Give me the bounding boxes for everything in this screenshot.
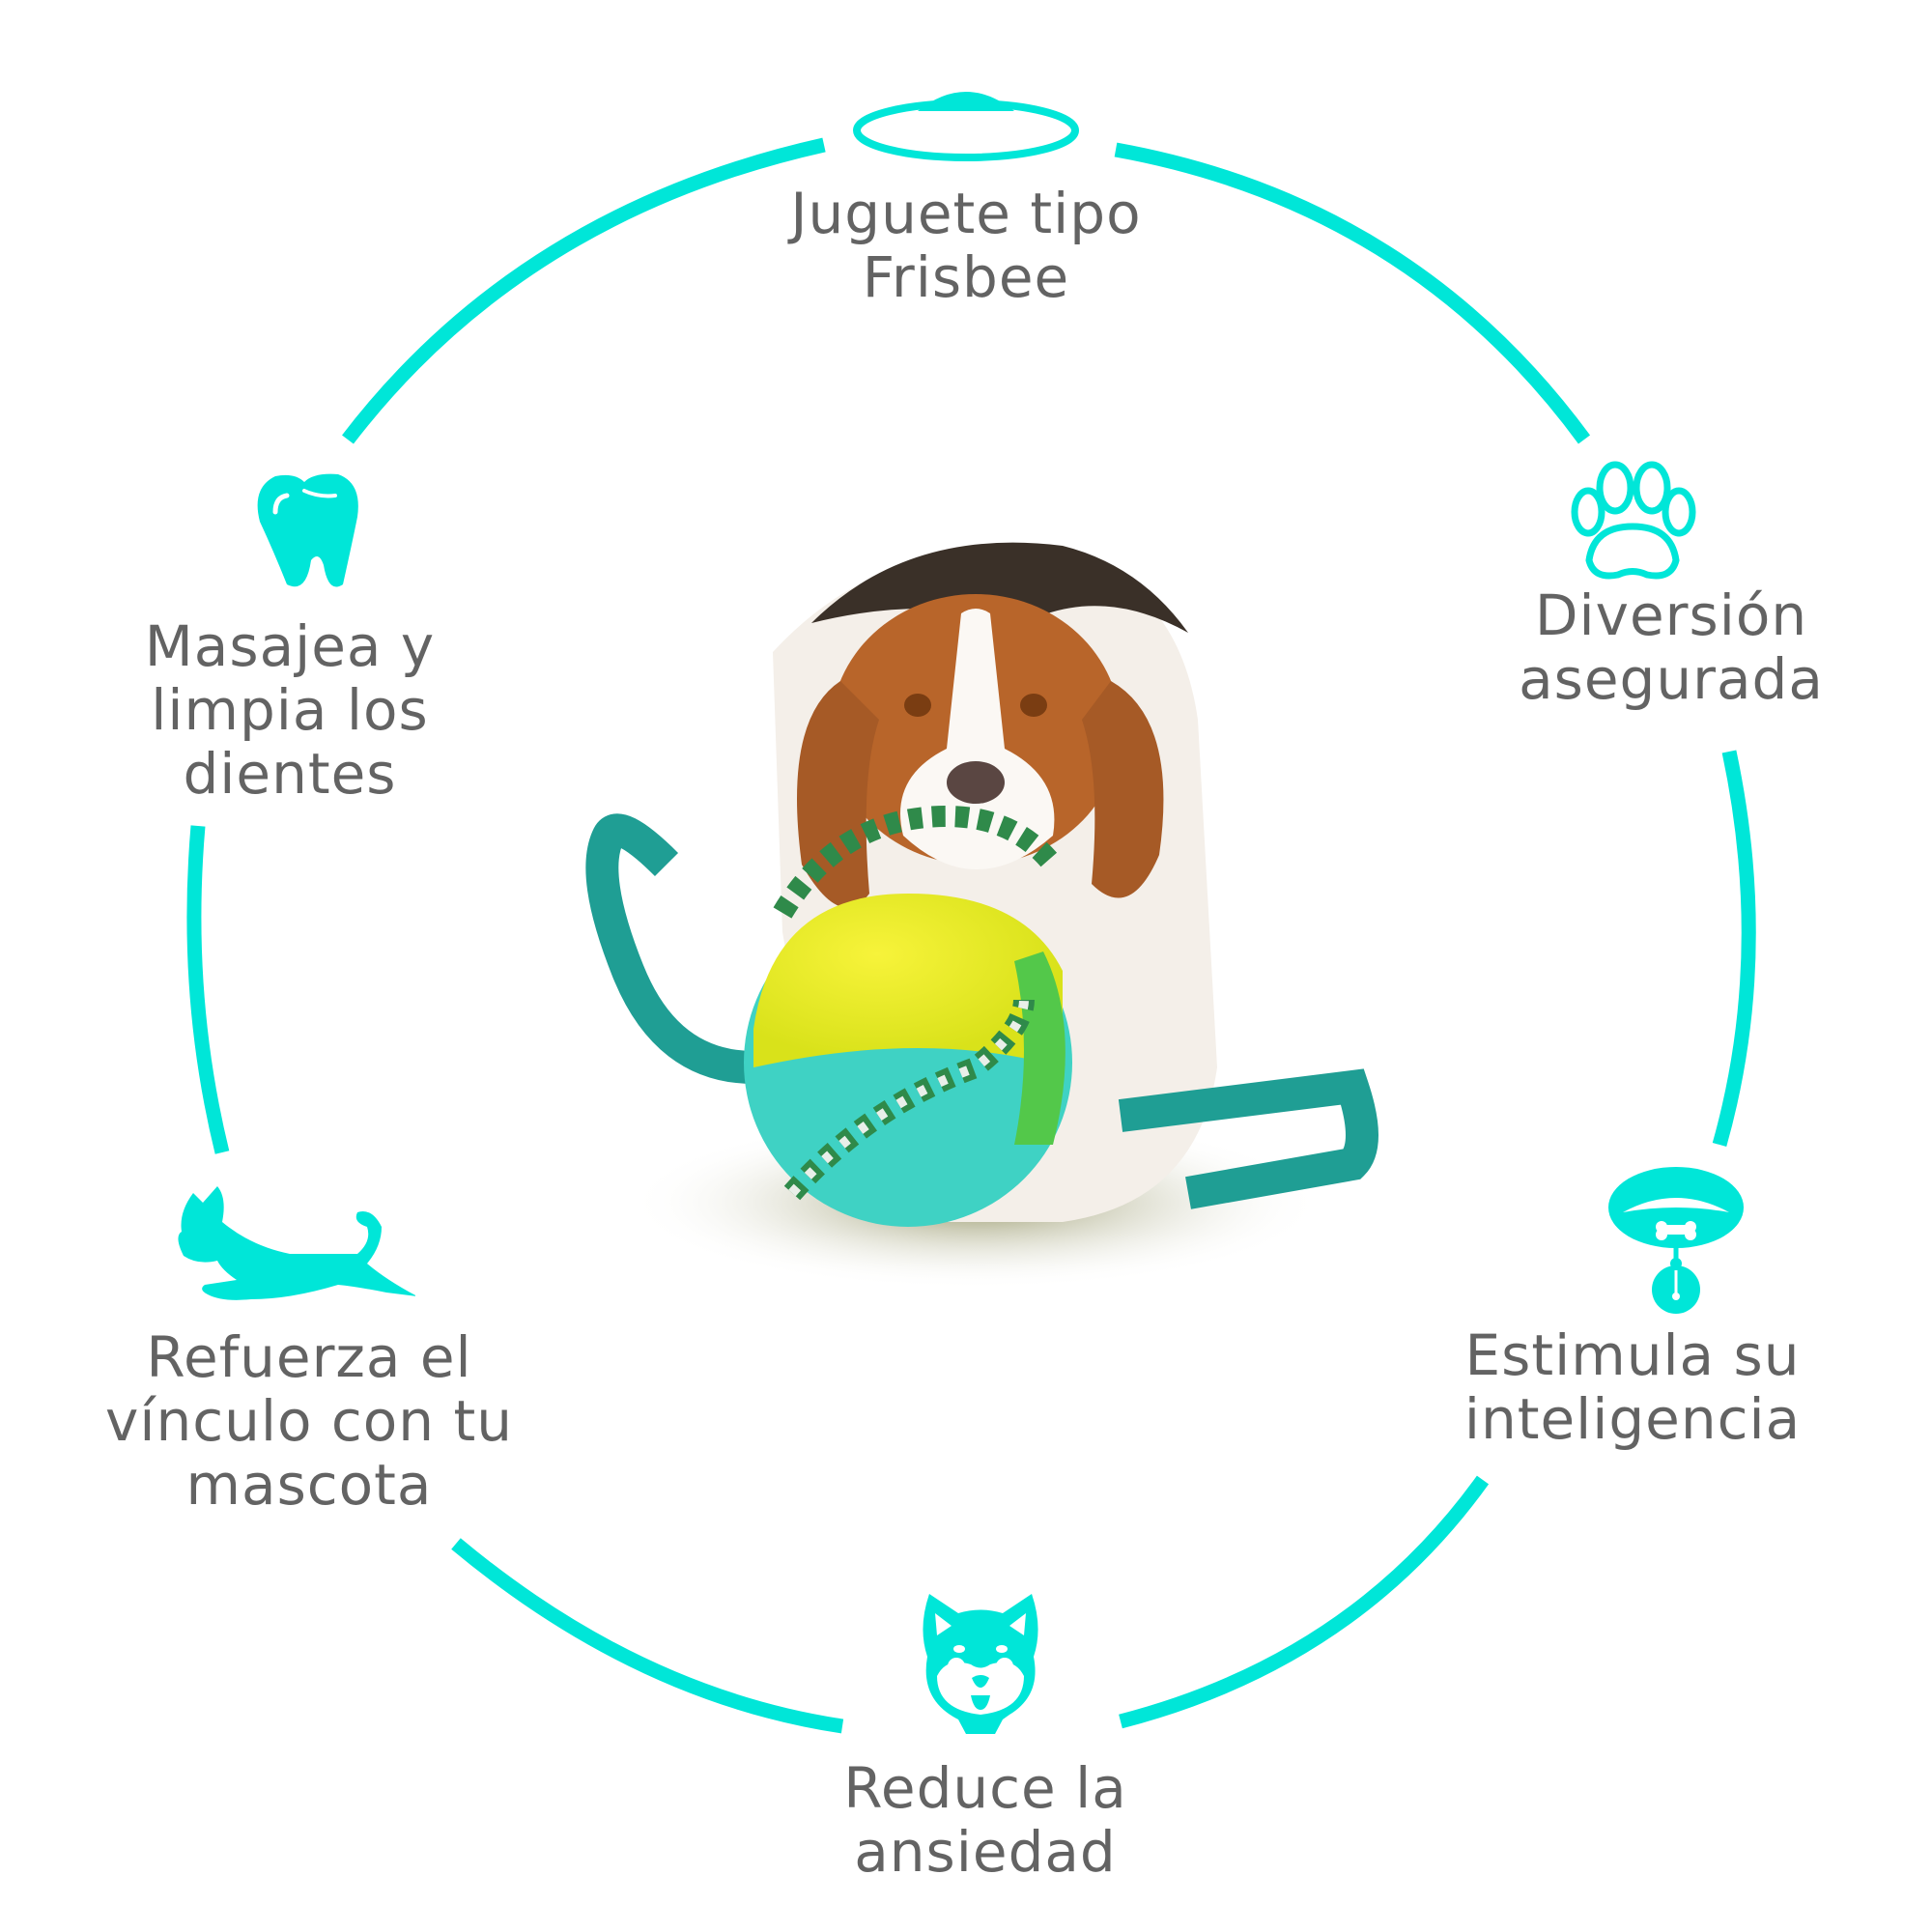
ring-arc-right xyxy=(1712,750,1756,1148)
ring-arc-top-left xyxy=(342,137,826,444)
feature-label-intelligence: Estimula su inteligencia xyxy=(1463,1322,1802,1452)
feature-label-teeth: Masajea y limpia los dientes xyxy=(144,613,436,807)
ring-arc-bottom-right xyxy=(1119,1475,1490,1729)
ring-arc-bottom-left xyxy=(451,1538,844,1734)
ring-arc-top-right xyxy=(1114,142,1591,444)
running-dog-icon xyxy=(178,1186,415,1300)
feature-label-frisbee: Juguete tipo Frisbee xyxy=(790,181,1142,310)
tooth-icon xyxy=(257,473,358,587)
feature-label-fun: Diversión asegurada xyxy=(1519,582,1824,712)
ring-arc-left xyxy=(186,825,230,1154)
dog-face-icon xyxy=(923,1594,1038,1734)
feature-label-bond: Refuerza el vínculo con tu mascota xyxy=(105,1324,513,1518)
frisbee-icon xyxy=(853,92,1079,161)
dog-with-ball-photo xyxy=(585,542,1378,1290)
collar-icon xyxy=(1608,1167,1744,1314)
feature-label-anxiety: Reduce la ansiedad xyxy=(843,1755,1127,1885)
paw-icon xyxy=(1571,461,1696,580)
